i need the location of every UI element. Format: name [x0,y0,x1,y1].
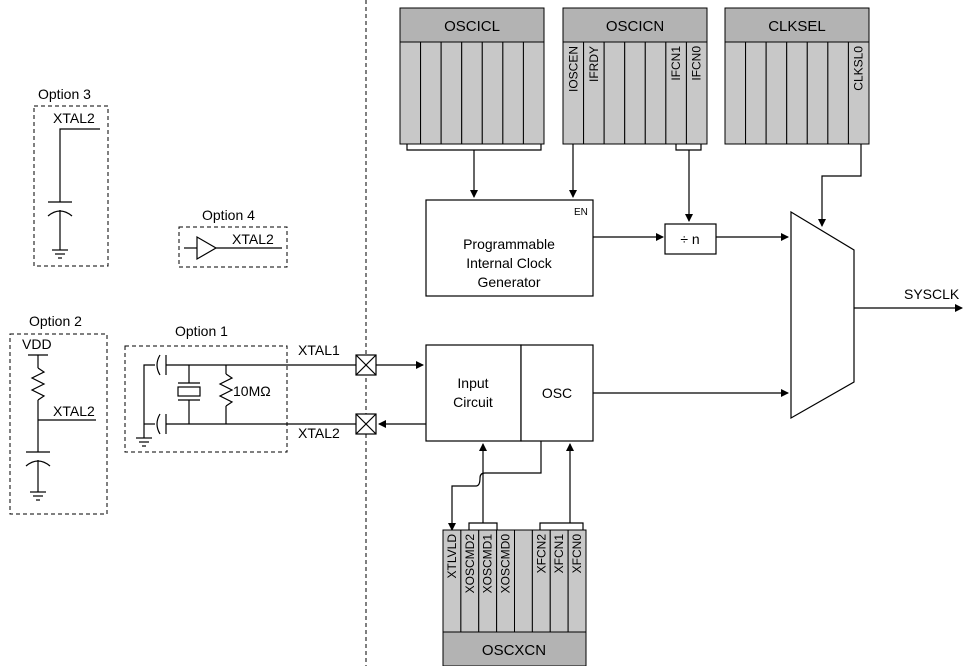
clksel-bit-cell [847,41,870,145]
oscxcn-bit-label: XFCN2 [534,534,548,574]
option4-box [178,226,288,268]
option2-title: Option 2 [29,313,82,329]
option2-box [9,333,108,515]
option1-resistor-label: 10MΩ [233,383,271,399]
oscicn-bit-label: IFRDY [587,46,601,82]
divider-block [664,223,717,255]
clksel-title: CLKSEL [768,18,826,35]
oscicn-bit-cell [644,41,667,145]
clksel-bit-cell [765,41,788,145]
xtlvld-arrow [448,477,481,531]
oscxcn-bit-cell [514,529,533,633]
oscicn-bit-cell [603,41,626,145]
option3-pin-label: XTAL2 [53,110,95,126]
oscicl-bit-cell [440,41,463,145]
option1-circuit [136,354,356,447]
oscxcn-register: XTLVLD XOSCMD2 XOSCMD1 XOSCMD0 XFCN2 XFCN1 XFC… [442,529,587,666]
oscicl-bit-cell [502,41,524,145]
oscicl-register: OSCICL [399,7,545,145]
option2-supply-label: VDD [22,336,52,352]
clksl-arrow [818,144,862,227]
oscxcn-bit-label: XTLVLD [445,534,459,579]
xtal2-pin [355,413,377,435]
clksel-register: CLKSEL CLKSL0 [724,7,870,145]
oscxcn-bit-label: XFCN1 [552,534,566,574]
oscicn-bit-cell [685,41,708,145]
option4-title: Option 4 [202,207,255,223]
oscicl-bit-cell [420,41,442,145]
oscicn-register: OSCICN IOSCEN IFRDY IFCN1 IFCN0 [562,7,708,145]
oscicn-bit-label: IFCN1 [669,46,683,81]
clksel-bit-cell [745,41,767,145]
clksel-bit-cell [806,41,829,145]
oscicl-bit-cell [481,41,504,145]
clksel-bit-cell [724,41,747,145]
option2-pin-label: XTAL2 [53,403,95,419]
oscicl-bracket [406,144,542,151]
oscicn-bit-cell [624,41,646,145]
option3-title: Option 3 [38,86,91,102]
clksel-bit-cell [827,41,849,145]
oscxcn-bit-label: XOSCMD0 [499,534,513,594]
oscxcn-bit-label: XFCN0 [570,534,584,574]
oscxcn-bit-label: XOSCMD1 [481,534,495,594]
generator-label-line1: Programmable [463,236,555,252]
generator-label-line2: Internal Clock [466,255,553,271]
clock-mux [790,210,855,420]
oscxcn-bit-label: XOSCMD2 [463,534,477,594]
input-circuit-block [425,344,522,442]
input-circuit-line1: Input [457,375,488,391]
osc-feedback-line [479,441,542,479]
generator-label-line3: Generator [477,274,540,290]
sysclk-label: SYSCLK [904,286,960,302]
ifcn-bracket [675,144,702,151]
oscxcn-title: OSCXCN [482,642,546,659]
option1-title: Option 1 [175,323,228,339]
oscicl-bit-cell [522,41,545,145]
xtal1-pin [355,354,377,376]
input-circuit-line2: Circuit [453,394,493,410]
xtal2-label: XTAL2 [298,425,340,441]
option2-circuit [25,354,96,501]
xoscmd-bracket [468,522,498,530]
xtal1-label: XTAL1 [298,342,340,358]
option4-pin-label: XTAL2 [232,231,274,247]
option3-circuit [47,128,100,259]
oscicl-bit-cell [461,41,483,145]
clksel-bit-label: CLKSL0 [852,46,866,91]
oscicl-bit-cell [399,41,422,145]
oscicn-title: OSCICN [606,18,664,35]
option3-box [33,105,109,267]
option4-buffer-icon [184,235,282,261]
osc-label: OSC [542,385,572,401]
xfcn-bracket [539,522,584,530]
enable-label: EN [574,207,588,218]
oscicl-title: OSCICL [444,18,500,35]
internal-clock-generator [425,199,594,297]
clksel-bit-cell [786,41,808,145]
option1-box [124,345,288,453]
oscicn-bit-label: IFCN0 [690,46,704,81]
divider-label: ÷ n [680,231,699,247]
oscicn-bit-label: IOSCEN [566,46,580,92]
